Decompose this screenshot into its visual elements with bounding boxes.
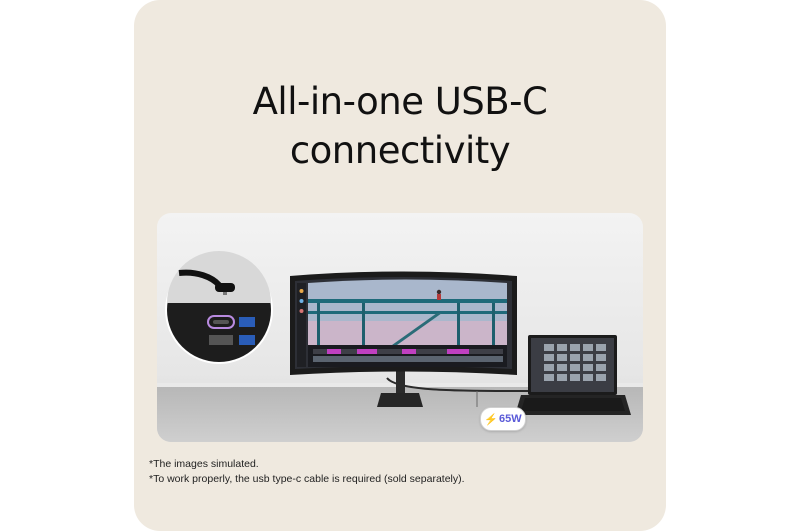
product-card: All-in-one USB-C connectivity bbox=[134, 0, 666, 531]
usb-c-port-closeup bbox=[165, 251, 273, 364]
usb-c-cable bbox=[386, 377, 552, 392]
monitor-stand bbox=[377, 371, 423, 407]
laptop bbox=[515, 335, 631, 415]
scene-illustration bbox=[165, 251, 631, 415]
headline-line-2: connectivity bbox=[289, 128, 511, 172]
product-scene: ⚡ 65W bbox=[157, 213, 643, 442]
footnotes: *The images simulated. *To work properly… bbox=[149, 457, 465, 487]
headline: All-in-one USB-C connectivity bbox=[134, 77, 666, 175]
footnote-simulated: *The images simulated. bbox=[149, 458, 259, 470]
footnote-cable-required: *To work properly, the usb type-c cable … bbox=[149, 473, 465, 485]
power-delivery-label: 65W bbox=[499, 413, 522, 425]
curved-monitor bbox=[290, 271, 517, 375]
headline-line-1: All-in-one USB-C bbox=[252, 79, 548, 123]
power-delivery-badge: ⚡ 65W bbox=[480, 407, 526, 431]
bolt-icon: ⚡ bbox=[484, 413, 499, 426]
